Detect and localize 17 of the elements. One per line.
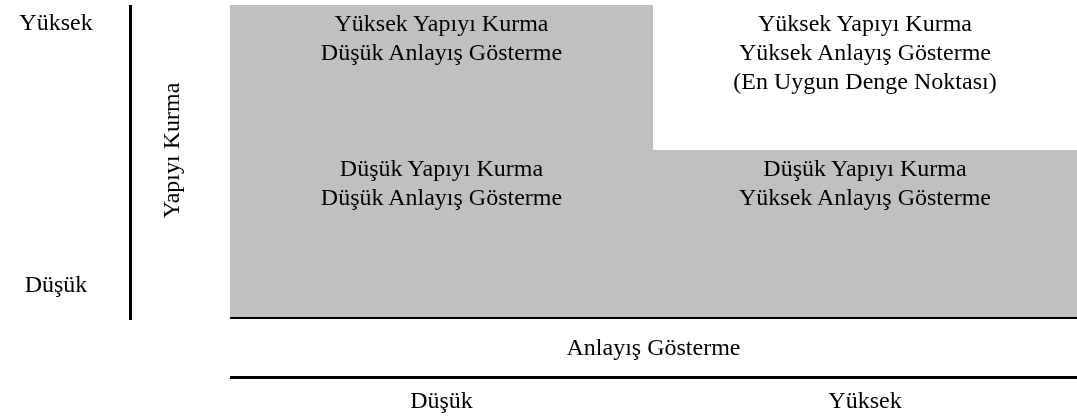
axis-value: Düşük	[409, 386, 474, 415]
cell-text: Yüksek Anlayış Gösterme	[738, 38, 992, 67]
axis-value: Yüksek	[827, 386, 903, 415]
cell-text: (En Uygun Denge Noktası)	[732, 67, 998, 96]
cell-text: Düşük Yapıyı Kurma	[338, 154, 545, 183]
cell-text: Yüksek Anlayış Gösterme	[738, 183, 992, 212]
cell-text: Düşük Anlayış Gösterme	[319, 183, 564, 212]
cell-text: Düşük Anlayış Gösterme	[319, 38, 564, 67]
cell-text: Düşük Yapıyı Kurma	[762, 154, 968, 183]
cell-text: Yüksek Yapıyı Kurma	[757, 9, 973, 38]
axis-value: Yüksek	[18, 8, 94, 37]
cell-text: Yüksek Yapıyı Kurma	[333, 9, 550, 38]
axis-title: Yapıyı Kurma	[157, 82, 186, 218]
quadrant-cell	[230, 5, 653, 150]
axis-title: Anlayış Gösterme	[565, 333, 742, 362]
quadrant-cell	[653, 150, 1077, 318]
axis-value: Düşük	[23, 270, 89, 299]
